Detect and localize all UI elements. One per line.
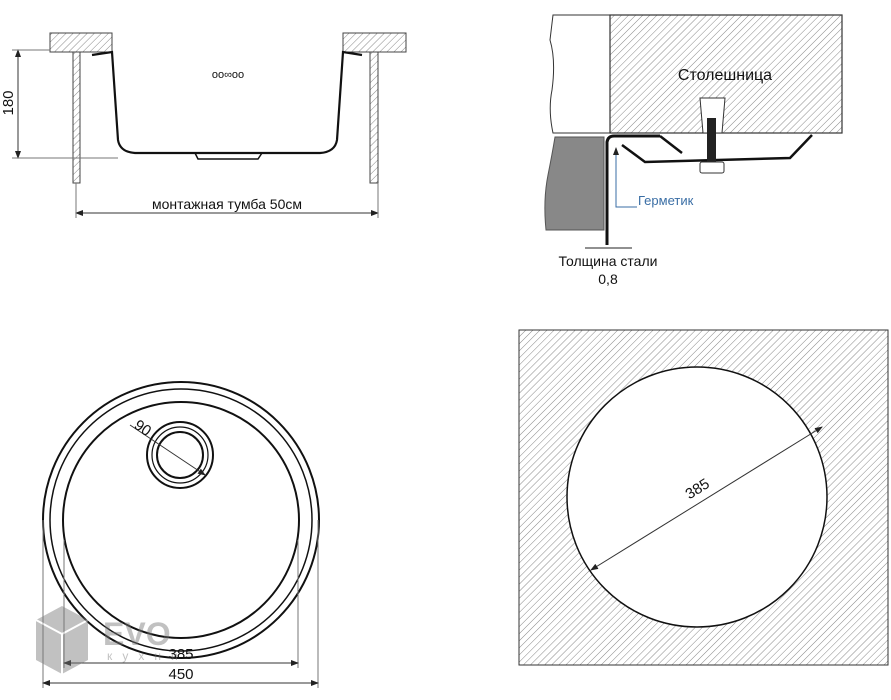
drain-inner [156, 431, 204, 479]
height-dimension-label: 180 [0, 90, 17, 115]
sink-bowl-profile [91, 50, 363, 155]
sink-bowl [62, 401, 300, 639]
side-view: oo∞oo 180 монтажная тумба 50см [0, 32, 407, 218]
countertop-section [609, 14, 843, 134]
evo-logo-watermark: EVO кухни [35, 606, 188, 674]
cabinet-wall-section [549, 14, 611, 134]
cutout-view: 385 [518, 329, 889, 666]
drain-middle [151, 426, 209, 484]
svg-text:кухни: кухни [107, 649, 188, 663]
sink-drain [194, 152, 263, 160]
gray-panel [544, 136, 605, 231]
cutout-diameter-line [590, 426, 823, 571]
drain-outer [146, 421, 214, 489]
overflow-mark: oo∞oo [212, 69, 244, 81]
cabinet-leg-left [72, 51, 81, 184]
mount-detail: Столешница Герметик Толщина стали 0,8 [544, 14, 843, 287]
inner-dimension-label: 385 [168, 646, 193, 663]
sealant-leader [613, 147, 637, 208]
sealant-label: Герметик [638, 193, 694, 208]
clip-screw [707, 118, 716, 162]
drain-dimension-line [129, 424, 206, 476]
sink-rim-inner [49, 388, 313, 652]
steel-thickness-label: Толщина стали [559, 253, 658, 269]
outer-dimension-label: 450 [168, 666, 193, 683]
cabinet-width-label: монтажная тумба 50см [152, 196, 302, 212]
mounting-clip [621, 134, 813, 164]
cabinet-leg-right [369, 51, 379, 184]
anchor-insert [699, 97, 726, 134]
countertop-left [49, 32, 113, 53]
sink-rim-outer [42, 381, 320, 659]
countertop-right [342, 32, 407, 53]
drain-dimension-label: 90 [131, 417, 154, 440]
sink-steel-edge [605, 134, 660, 245]
clip-nut [699, 161, 725, 174]
top-view: 90 385 450 [42, 381, 320, 688]
steel-thickness-value: 0,8 [598, 271, 618, 287]
svg-text:EVO: EVO [103, 616, 171, 652]
countertop-label: Столешница [678, 67, 772, 84]
